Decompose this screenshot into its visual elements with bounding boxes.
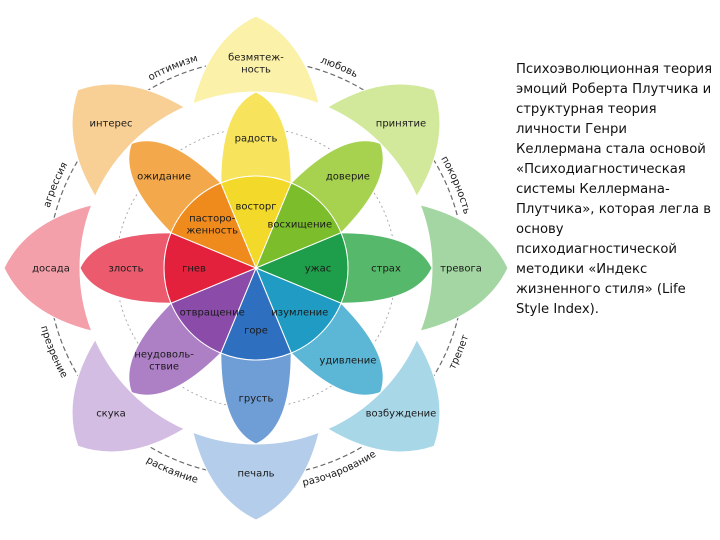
petal-anticipation-outer <box>71 83 186 198</box>
label-joy-2: радость <box>235 134 278 145</box>
label-trust-2: доверие <box>326 172 370 183</box>
petal-joy-outer <box>192 15 320 105</box>
petal-anger-outer <box>3 204 93 332</box>
petal-fear-core <box>254 232 349 304</box>
petal-trust-core <box>255 182 342 269</box>
label-anger-3: досада <box>32 264 70 275</box>
label-surprise-1: изумление <box>271 307 328 318</box>
petal-anticipation-core <box>170 182 257 269</box>
petal-disgust-core <box>170 267 257 354</box>
dyad-label-8: оптимизм <box>147 53 200 83</box>
label-sadness-1: горе <box>244 326 268 337</box>
emotion-wheel-area: восторг радость безмятеж-ность восхищение до… <box>3 15 509 521</box>
label-fear-1: ужас <box>305 264 332 275</box>
dyad-label-6: презрение <box>38 325 69 380</box>
label-anticipation-2: ожидание <box>137 172 191 183</box>
label-anger-1: гнев <box>182 264 206 275</box>
dyad-label-1: любовь <box>319 55 360 80</box>
petal-joy-core <box>220 175 292 270</box>
petal-sadness-core <box>220 266 292 361</box>
label-anticipation-1: пасторо-женность <box>186 214 238 237</box>
label-fear-3: тревога <box>440 264 482 275</box>
petal-anger-core <box>163 232 258 304</box>
label-joy-1: восторг <box>235 202 276 213</box>
label-sadness-2: грусть <box>239 394 274 405</box>
plutchik-wheel-diagram: восторг радость безмятеж-ность восхищение до… <box>3 15 509 521</box>
label-trust-1: восхищение <box>267 220 332 231</box>
label-anger-2: злость <box>108 264 143 275</box>
petal-surprise-outer <box>326 338 441 453</box>
label-surprise-2: удивление <box>319 355 376 366</box>
label-disgust-3: скука <box>96 409 126 420</box>
caption-text: Психоэволюционная теория эмоций Роберта … <box>516 62 713 317</box>
dyad-label-4: разочарование <box>301 449 378 489</box>
petal-sadness-outer <box>192 431 320 521</box>
label-surprise-3: возбуждение <box>366 409 437 420</box>
label-joy-3: безмятеж-ность <box>228 53 284 76</box>
label-anticipation-3: интерес <box>89 119 132 130</box>
label-disgust-1: отвращение <box>180 307 245 318</box>
label-disgust-2: неудоволь-ствие <box>134 349 194 372</box>
label-trust-3: принятие <box>376 119 426 130</box>
petal-trust-outer <box>326 83 441 198</box>
petal-fear-outer <box>419 204 509 332</box>
petal-surprise-core <box>255 267 342 354</box>
label-sadness-3: печаль <box>237 469 274 480</box>
dyad-label-5: раскаяние <box>144 455 199 486</box>
petal-disgust-outer <box>71 338 186 453</box>
label-fear-2: страх <box>371 264 401 275</box>
dyad-label-3: трепет <box>447 333 471 371</box>
